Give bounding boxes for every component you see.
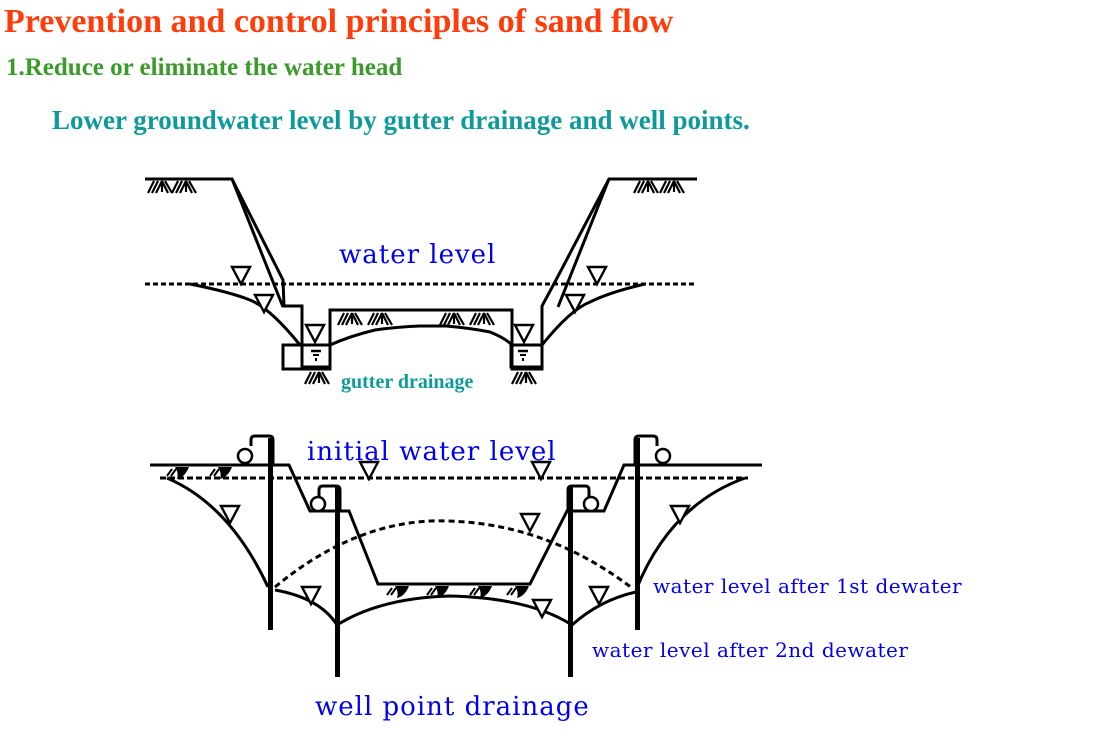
section-heading: 1.Reduce or eliminate the water head [6, 54, 403, 81]
soil-hatch-icon [510, 370, 538, 386]
left-gutter-box [281, 343, 332, 371]
second-dewater-curve [274, 588, 637, 628]
water-level-triangle-icon [300, 585, 322, 606]
right-gutter-box [510, 343, 544, 371]
gutter-drainage-label: gutter drainage [341, 371, 474, 393]
soil-hatch-icon [468, 311, 496, 327]
water-level-triangle-icon [519, 512, 541, 533]
left-ground-profile [145, 177, 332, 369]
water-level-triangle-icon [230, 265, 252, 286]
slide-title: Prevention and control principles of san… [4, 3, 674, 40]
gutter-water-symbol-icon [518, 349, 528, 361]
water-level-triangle-icon [586, 265, 608, 286]
soil-hatch-icon [303, 370, 331, 386]
water-level-triangle-icon [564, 293, 586, 314]
well-point-outer-right [633, 434, 672, 630]
soil-hatch-icon [506, 585, 530, 599]
first-dewater-label: water level after 1st dewater [653, 574, 963, 598]
second-dewater-label: water level after 2nd dewater [592, 638, 909, 662]
right-drawdown-curve [540, 282, 646, 346]
first-dewater-curve-left [166, 476, 270, 588]
initial-water-level-label: initial water level [307, 437, 557, 467]
soil-hatch-icon [658, 179, 686, 195]
inner-berm [328, 308, 514, 345]
well-point-caption: well point drainage [315, 692, 590, 722]
well-point-inner-right [566, 484, 600, 677]
soil-hatch-icon [170, 179, 198, 195]
soil-hatch-icon [146, 179, 174, 195]
soil-hatch-icon [632, 179, 660, 195]
lead-text: Lower groundwater level by gutter draina… [52, 105, 750, 135]
gutter-water-symbol-icon [311, 349, 321, 361]
well-point-diagram [150, 434, 762, 677]
center-drawdown-curve [329, 324, 514, 347]
soil-hatch-icon [366, 311, 394, 327]
soil-hatch-icon [336, 311, 364, 327]
first-dewater-dotted-arc [274, 519, 633, 590]
water-level-label: water level [339, 240, 497, 270]
excavation-profile [150, 463, 762, 586]
gutter-drainage-diagram [145, 177, 697, 386]
well-point-outer-left [236, 434, 275, 630]
soil-hatch-icon [438, 311, 466, 327]
soil-hatch-icon [386, 585, 410, 599]
well-point-inner-left [309, 484, 342, 677]
water-level-triangle-icon [513, 323, 535, 344]
left-drawdown-curve [189, 282, 302, 346]
water-level-triangle-icon [304, 323, 326, 344]
